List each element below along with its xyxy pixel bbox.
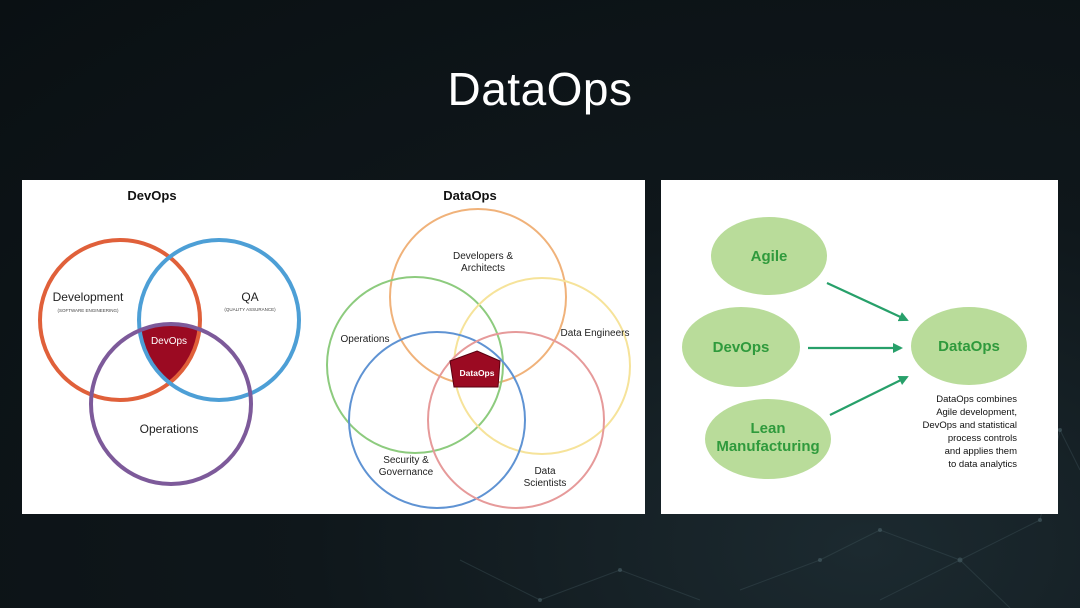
developers-label-line2: Architects: [461, 263, 505, 274]
description-line: and applies them: [945, 446, 1017, 457]
dataops-center-label: DataOps: [460, 368, 495, 378]
devops-node-label: DevOps: [713, 339, 770, 356]
venn-diagrams-svg: DevOps Development (SOFTWARE ENGINEERING…: [38, 188, 631, 509]
slide-title: DataOps: [447, 63, 633, 115]
data-scientists-circle: [427, 331, 605, 509]
development-label: Development: [53, 290, 124, 304]
dataops-diagram-title: DataOps: [443, 188, 496, 203]
dataops-center-pentagon: [449, 350, 501, 388]
scientists-label-line1: Data: [534, 466, 556, 477]
qa-sublabel: (QUALITY ASSURANCE): [224, 307, 276, 312]
operations-circle: [89, 322, 253, 486]
arrow-agile-to-dataops: [826, 282, 909, 322]
operations-circle-dataops: [326, 276, 504, 454]
description-line: process controls: [948, 433, 1017, 444]
flow-diagram-svg: Agile DevOps Lean Manufacturing DataOps …: [682, 217, 1027, 479]
data-engineers-label: Data Engineers: [561, 328, 630, 339]
dataops-description: DataOps combines Agile development, DevO…: [922, 394, 1017, 470]
operations-dataops-label: Operations: [341, 334, 390, 345]
description-line: to data analytics: [948, 459, 1017, 470]
lean-label-line1: Lean: [750, 420, 785, 437]
agile-node: [711, 217, 827, 295]
venn-diagrams-panel: DevOps Development (SOFTWARE ENGINEERING…: [22, 180, 645, 514]
qa-label: QA: [241, 290, 258, 304]
agile-label: Agile: [751, 248, 788, 265]
development-circle: [38, 238, 202, 402]
lean-label-line2: Manufacturing: [716, 438, 819, 455]
qa-circle: [137, 238, 301, 402]
devops-node: [682, 307, 800, 387]
description-line: DevOps and statistical: [922, 420, 1017, 431]
dataops-target-node: [911, 307, 1027, 385]
scientists-label-line2: Scientists: [524, 478, 567, 489]
devops-center-label: DevOps: [151, 336, 187, 347]
dataops-target-label: DataOps: [938, 338, 1000, 355]
security-governance-circle: [348, 331, 526, 509]
flow-diagram-panel: Agile DevOps Lean Manufacturing DataOps …: [661, 180, 1058, 514]
lean-manufacturing-node: [705, 399, 831, 479]
arrow-lean-to-dataops: [829, 376, 909, 416]
description-line: Agile development,: [936, 407, 1017, 418]
description-line: DataOps combines: [936, 394, 1017, 405]
devops-diagram-title: DevOps: [127, 188, 176, 203]
operations-label: Operations: [140, 422, 199, 436]
security-label-line1: Security &: [383, 455, 429, 466]
development-sublabel: (SOFTWARE ENGINEERING): [57, 308, 119, 313]
developers-label-line1: Developers &: [453, 251, 513, 262]
security-label-line2: Governance: [379, 467, 434, 478]
